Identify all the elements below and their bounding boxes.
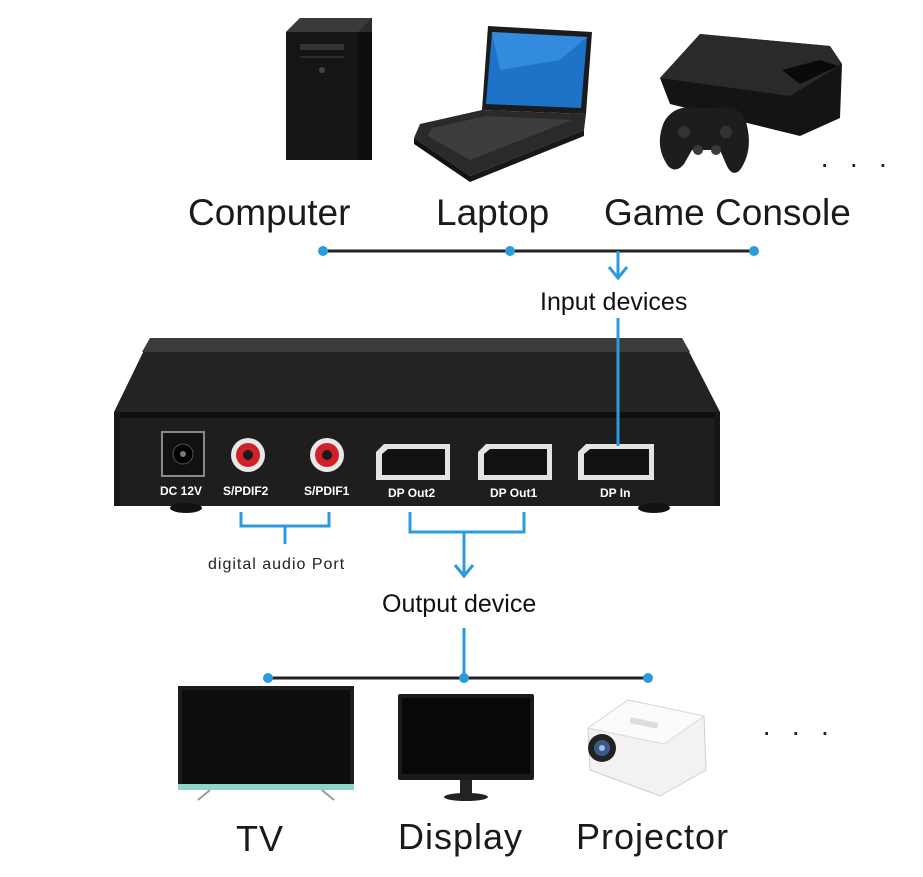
output-device-label-projector: Projector (576, 816, 730, 857)
output-device-label-display: Display (398, 816, 524, 857)
desktop-tower-icon (286, 18, 372, 160)
input-connector (318, 246, 759, 281)
port-label-dp-in: DP In (600, 486, 631, 500)
output-connector (263, 628, 653, 683)
dp-out2-port (376, 444, 450, 480)
port-label-dc12v: DC 12V (160, 484, 203, 498)
switch-box (114, 338, 720, 513)
spdif2-port (231, 438, 265, 472)
digital-audio-port-label: digital audio Port (208, 556, 346, 573)
port-label-dp-out2: DP Out2 (388, 486, 436, 500)
tv-icon (178, 686, 354, 801)
dp-in-port (578, 444, 654, 480)
output-bracket (408, 512, 526, 579)
input-devices-label: Input devices (540, 288, 688, 316)
input-device-label-computer: Computer (188, 192, 351, 233)
output-device-label: Output device (382, 590, 537, 618)
output-more-dots: · · · (762, 716, 836, 747)
port-label-spdif1: S/PDIF1 (304, 484, 350, 498)
spdif1-port (310, 438, 344, 472)
audio-bracket (239, 512, 331, 544)
game-console-icon (659, 34, 842, 173)
input-more-dots: · · · (820, 148, 894, 179)
dp-out1-port (478, 444, 552, 480)
projector-icon (586, 699, 707, 797)
input-device-label-laptop: Laptop (436, 192, 550, 233)
input-device-label-game-console: Game Console (604, 192, 851, 233)
port-label-dp-out1: DP Out1 (490, 486, 538, 500)
output-device-label-tv: TV (236, 818, 285, 859)
monitor-icon (398, 694, 534, 801)
port-label-spdif2: S/PDIF2 (223, 484, 269, 498)
laptop-icon (414, 26, 592, 182)
